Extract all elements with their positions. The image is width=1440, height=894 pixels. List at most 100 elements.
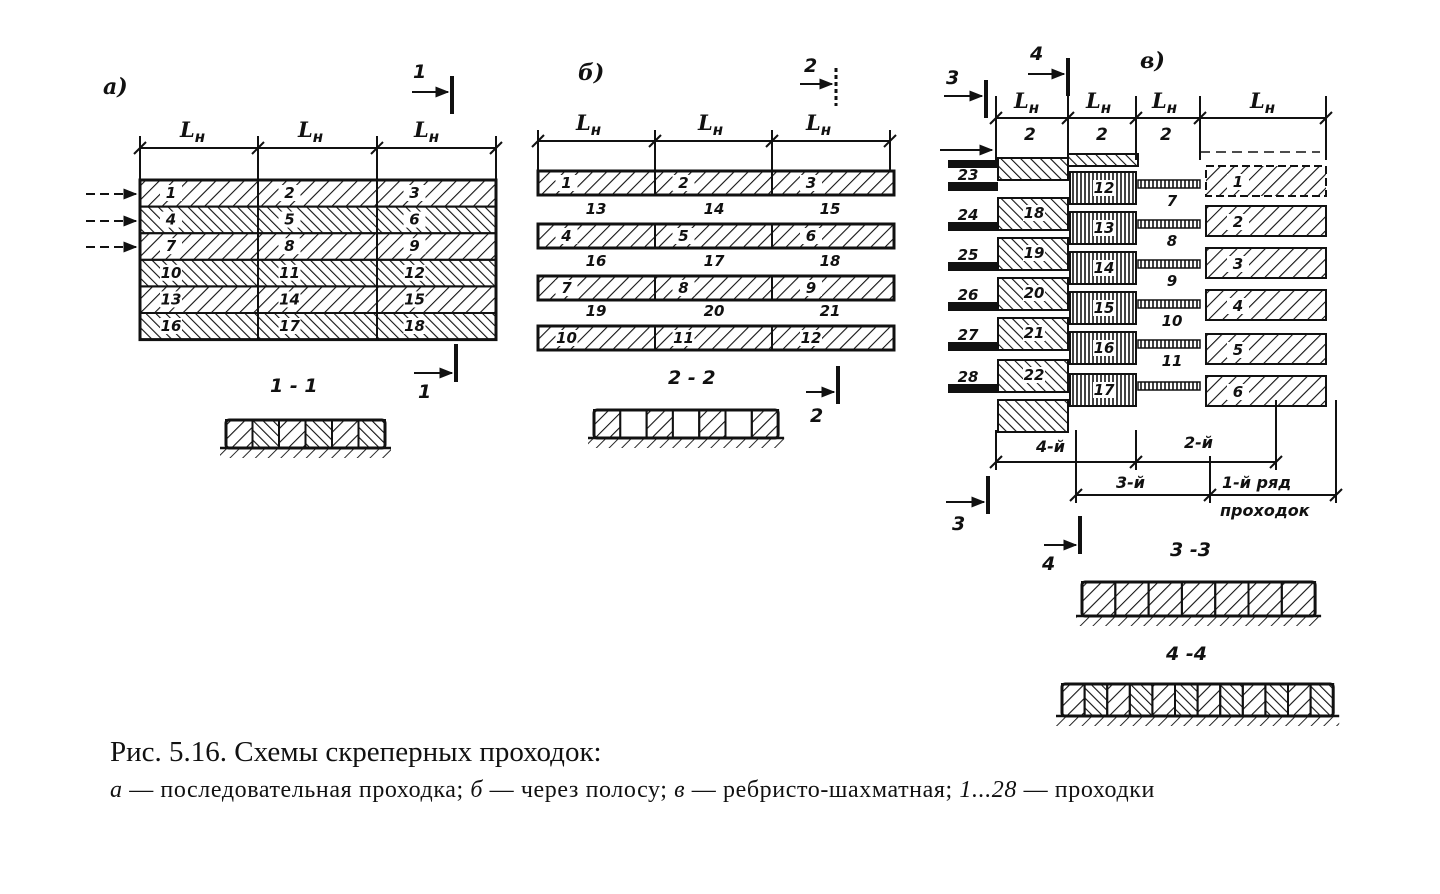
pass-cell bbox=[257, 258, 378, 288]
number-plate bbox=[672, 228, 695, 244]
number-plate bbox=[403, 185, 426, 201]
number-plate bbox=[403, 291, 426, 308]
pass-number: 28 bbox=[958, 368, 979, 386]
section-cell bbox=[1214, 581, 1250, 617]
pass-number: 14 bbox=[704, 200, 725, 218]
pass-number: 11 bbox=[673, 329, 694, 347]
section-cell bbox=[1081, 581, 1117, 617]
pass-number: 8 bbox=[284, 237, 294, 255]
ground-hatch bbox=[1076, 616, 1322, 626]
svg-text:4: 4 bbox=[1041, 553, 1055, 575]
section-cell bbox=[1083, 683, 1109, 717]
number-plate bbox=[1227, 298, 1249, 314]
pass-number: 15 bbox=[404, 290, 425, 308]
number-plate bbox=[160, 211, 182, 228]
number-plate bbox=[278, 238, 301, 255]
svg-text:1: 1 bbox=[418, 381, 431, 403]
section-cell bbox=[1309, 683, 1335, 717]
cross-section bbox=[1056, 682, 1340, 726]
pass-number: 7 bbox=[166, 237, 177, 255]
number-plate bbox=[278, 211, 301, 228]
section-cell bbox=[1061, 683, 1086, 717]
ground-hatch bbox=[588, 438, 785, 448]
pass-cell bbox=[1205, 375, 1327, 407]
rod-bar bbox=[948, 222, 998, 231]
pass-number: 19 bbox=[586, 302, 607, 320]
number-plate bbox=[160, 264, 182, 281]
section-cell bbox=[671, 409, 701, 439]
pass-number: 27 bbox=[958, 326, 979, 344]
caption-text: — проходки bbox=[1017, 777, 1155, 803]
pass-cell bbox=[376, 232, 497, 261]
pass-number: 18 bbox=[820, 252, 841, 270]
pass-cell bbox=[997, 157, 1069, 181]
section-cell bbox=[1264, 683, 1290, 717]
svg-text:2: 2 bbox=[804, 55, 817, 77]
pass-number: 11 bbox=[279, 264, 300, 282]
number-plate bbox=[1093, 180, 1115, 196]
number-plate bbox=[800, 175, 822, 191]
strip-outline bbox=[536, 169, 896, 197]
number-plate bbox=[800, 228, 822, 244]
pass-cell bbox=[139, 205, 259, 235]
pass-number: 4 bbox=[165, 211, 176, 229]
section-mark: 1 bbox=[414, 344, 458, 403]
section-mark: 2 bbox=[806, 366, 840, 427]
number-plate bbox=[1093, 340, 1115, 356]
pass-number: 12 bbox=[801, 329, 822, 347]
pass-cell bbox=[771, 170, 895, 196]
number-plate bbox=[1023, 245, 1045, 261]
section-mark: 3 bbox=[944, 67, 988, 118]
pass-cell bbox=[139, 312, 259, 341]
pass-number: 3 bbox=[409, 184, 419, 202]
section-title: 3 -3 bbox=[1170, 539, 1211, 561]
number-plate bbox=[1227, 342, 1249, 358]
number-plate bbox=[1093, 220, 1115, 236]
rod-bar bbox=[948, 262, 998, 271]
pass-cell bbox=[257, 312, 378, 341]
rod-bar bbox=[1137, 219, 1201, 229]
number-plate bbox=[672, 280, 695, 296]
pass-number: 15 bbox=[1094, 299, 1115, 317]
rod-bar bbox=[1137, 299, 1201, 309]
section-cell bbox=[1106, 683, 1131, 717]
row-label-tail: проходок bbox=[1220, 501, 1311, 520]
pass-cell bbox=[1205, 333, 1327, 365]
number-plate bbox=[672, 175, 695, 191]
section-cell bbox=[1219, 683, 1244, 717]
number-plate bbox=[1023, 205, 1045, 221]
number-plate bbox=[1023, 367, 1045, 383]
row-label: 4-й bbox=[1035, 437, 1065, 456]
svg-text:3: 3 bbox=[946, 67, 959, 89]
section-cell bbox=[1128, 683, 1154, 717]
pass-cell bbox=[139, 258, 259, 288]
pass-cell bbox=[1205, 165, 1327, 197]
number-plate bbox=[160, 318, 182, 334]
section-title: 4 -4 bbox=[1165, 643, 1207, 665]
pass-number: 5 bbox=[678, 227, 688, 245]
pass-cell bbox=[771, 325, 895, 351]
span-label: Lн bbox=[413, 117, 439, 146]
pass-number: 12 bbox=[1094, 179, 1115, 197]
number-plate bbox=[555, 330, 578, 346]
number-plate bbox=[1093, 382, 1115, 398]
caption-title: Рис. 5.16. Схемы скреперных проходок: bbox=[110, 736, 602, 768]
pass-number: 17 bbox=[279, 317, 300, 335]
pass-cell bbox=[1205, 205, 1327, 237]
span-label: Lн bbox=[1085, 88, 1111, 117]
dimension-ticks bbox=[531, 130, 897, 170]
pass-number: 8 bbox=[678, 279, 688, 297]
number-plate bbox=[278, 264, 301, 281]
pass-cell bbox=[139, 179, 259, 208]
cross-section bbox=[588, 408, 785, 448]
pass-number: 4 bbox=[1232, 297, 1243, 315]
section-mark: 2 bbox=[800, 55, 838, 106]
pass-cell bbox=[376, 285, 497, 314]
section-mark: 1 bbox=[412, 61, 454, 114]
rod-bar bbox=[948, 384, 998, 393]
number-plate bbox=[800, 330, 822, 346]
pass-number: 10 bbox=[1162, 312, 1183, 330]
rod-bar bbox=[1137, 381, 1201, 391]
